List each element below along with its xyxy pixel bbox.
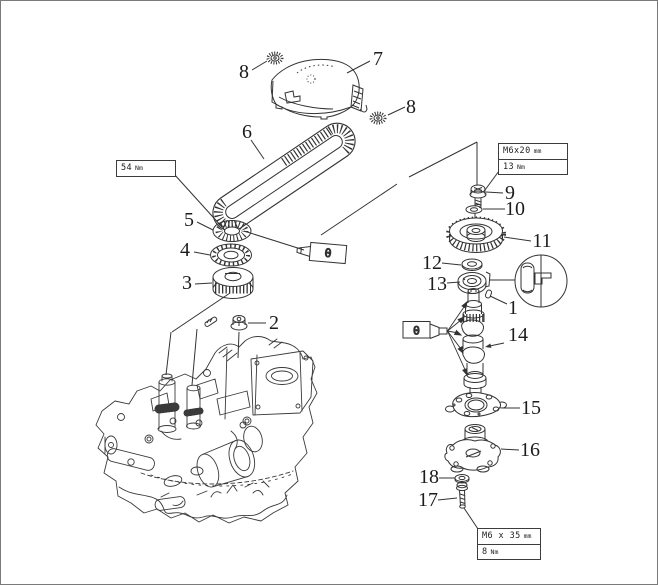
bolt-size-unit: mm [533,147,542,156]
callout-14: 14 [508,324,528,346]
torque-value: 54 [121,163,133,174]
torque-value: 13 [503,161,515,172]
callout-1: 1 [508,297,518,319]
camshaft-14-drawing [461,288,487,400]
bolt-17-drawing [456,481,468,509]
spec-row: M6 x 35 mm [478,529,540,544]
pulley-11-drawing [446,216,506,253]
nut-2-drawing [230,315,248,331]
callout-4: 4 [180,239,190,261]
washer-18-drawing [454,474,470,484]
callout-18: 18 [419,466,439,488]
bolt-9-drawing [469,184,487,208]
callout-13: 13 [427,273,447,295]
bolt-size-unit: mm [523,532,532,541]
torque-value: 8 [482,546,488,557]
bolt-8-right-drawing [369,111,387,125]
bolt-8-left-drawing [266,51,284,65]
dowel-pin-drawing [204,316,218,327]
spec-box-m6x35: M6 x 35 mm 8 Nm [477,528,541,560]
callout-3: 3 [182,272,192,294]
oil-symbol-label: 0 [413,324,420,338]
spec-box-54nm: 54 Nm [116,160,176,177]
engine-block-drawing [95,336,318,524]
washer-4-drawing [210,243,252,267]
torque-unit: Nm [135,164,143,173]
callout-7: 7 [373,48,383,70]
oil-tube-left: 0 [296,241,348,265]
callout-6: 6 [242,121,252,143]
cover-drawing [270,58,368,120]
spec-row: M6x20 mm [499,144,567,159]
bolt-size-value: M6x20 [503,146,531,157]
callout-2: 2 [269,312,279,334]
spec-row: 8 Nm [478,543,540,560]
callout-leader-lines [193,60,532,501]
callout-9: 9 [505,182,515,204]
spec-box-m6x20: M6x20 mm 13 Nm [498,143,568,175]
nut-5-drawing [212,220,252,242]
callout-8-right: 8 [406,96,416,118]
spec-row: 13 Nm [499,158,567,175]
washer-12-drawing [461,258,483,271]
callout-17: 17 [418,489,438,511]
spec-row: 54 Nm [117,161,175,176]
belt-drawing [212,122,356,232]
oil-arrows [447,300,468,377]
oil-symbol-label: 0 [324,246,332,261]
callout-16: 16 [520,439,540,461]
callout-5: 5 [184,209,194,231]
bolt-size-value: M6 x 35 [482,531,521,542]
callout-12: 12 [422,252,442,274]
pulley-3-drawing [212,267,254,299]
washer-10-drawing [465,205,483,214]
bearing-13-drawing [457,271,491,294]
callout-11: 11 [532,230,552,252]
pin-1-drawing [484,289,493,299]
oil-pump-16-drawing [444,424,501,473]
callout-8-left: 8 [239,61,249,83]
oil-tube-right: 0 [402,321,448,339]
plate-15-drawing [445,392,507,418]
torque-unit: Nm [517,162,525,171]
torque-unit: Nm [490,547,499,556]
callout-10: 10 [505,198,525,220]
callout-15: 15 [521,397,541,419]
arrowhead-14 [485,343,492,348]
inset-detail-circle [490,254,568,308]
